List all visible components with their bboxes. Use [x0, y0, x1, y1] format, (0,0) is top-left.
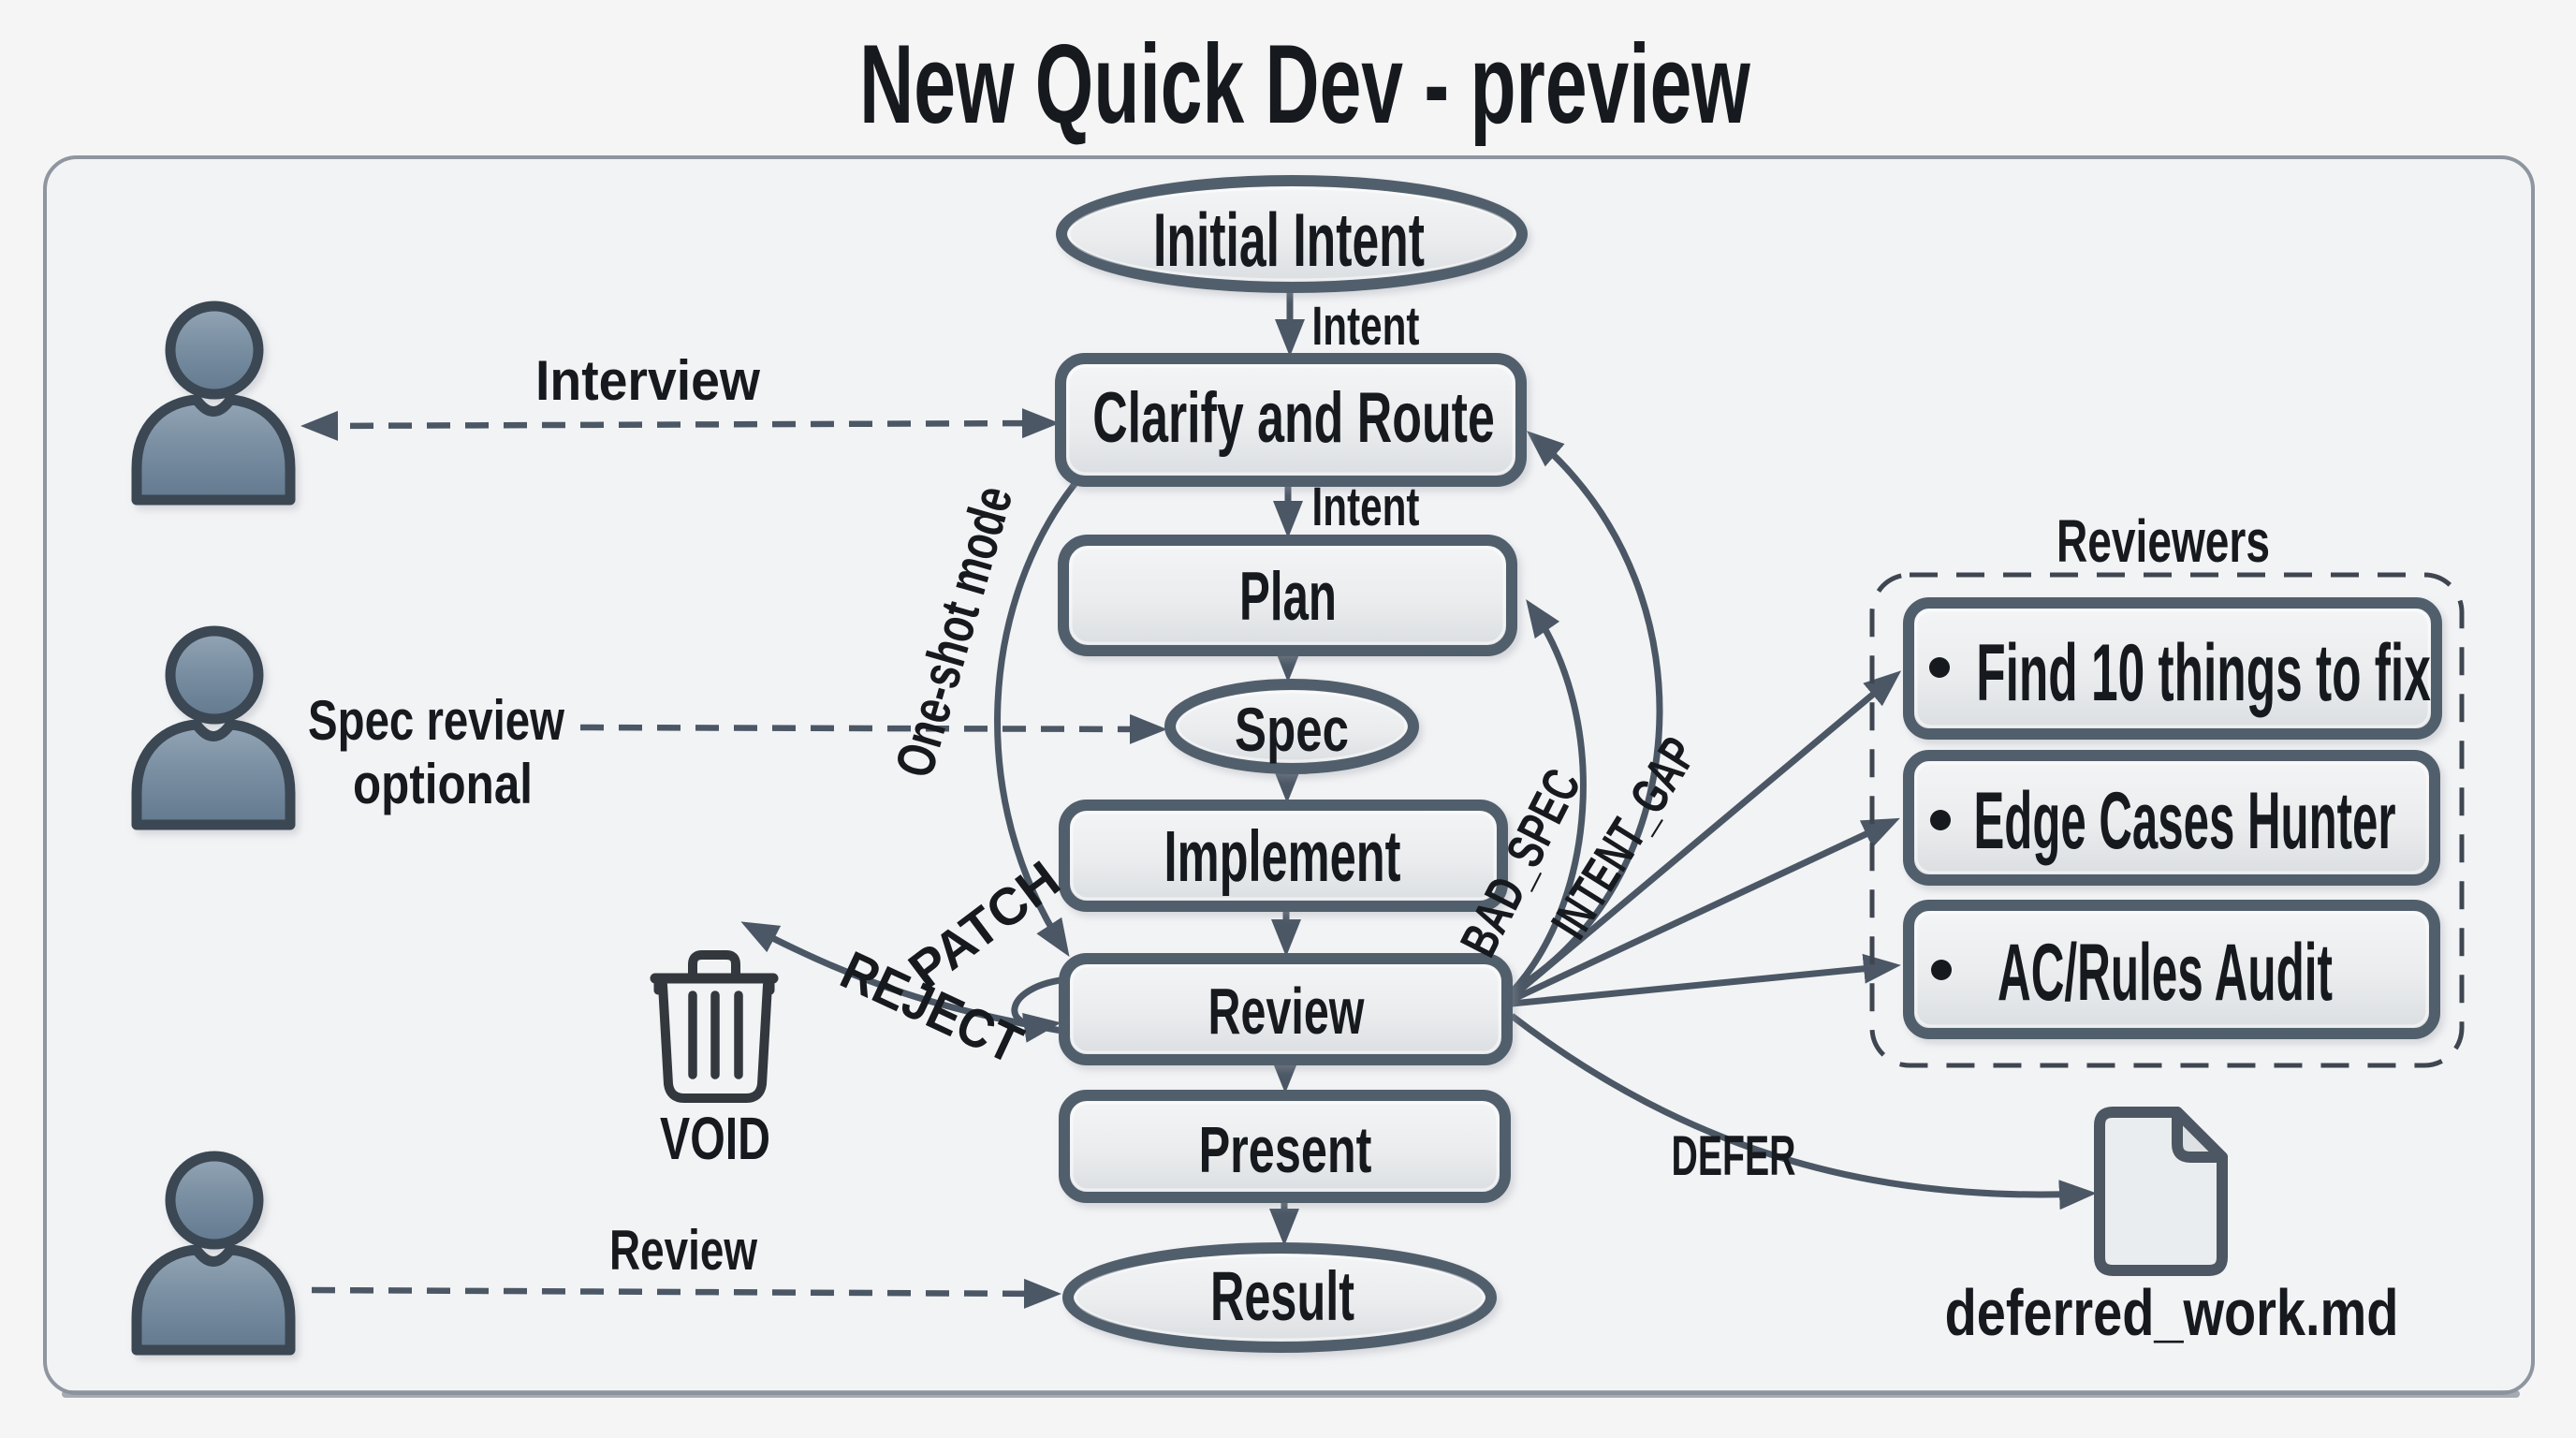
svg-text:Spec review: Spec review: [308, 690, 565, 753]
svg-text:Initial Intent: Initial Intent: [1153, 198, 1425, 282]
svg-text:Review: Review: [609, 1220, 757, 1282]
svg-text:AC/Rules Audit: AC/Rules Audit: [1998, 928, 2333, 1018]
svg-text:Find 10 things to fix: Find 10 things to fix: [1976, 629, 2431, 719]
svg-text:Reviewers: Reviewers: [2056, 508, 2270, 575]
svg-text:Intent: Intent: [1312, 476, 1420, 536]
svg-text:Present: Present: [1199, 1113, 1372, 1186]
svg-text:Interview: Interview: [535, 350, 761, 413]
svg-text:DEFER: DEFER: [1672, 1124, 1796, 1187]
svg-text:optional: optional: [353, 752, 533, 815]
svg-text:New Quick Dev - preview: New Quick Dev - preview: [859, 22, 1750, 147]
svg-text:Edge Cases Hunter: Edge Cases Hunter: [1973, 776, 2395, 866]
svg-text:VOID: VOID: [660, 1107, 770, 1173]
svg-text:Intent: Intent: [1312, 295, 1420, 356]
svg-text:Implement: Implement: [1164, 815, 1401, 896]
svg-text:deferred_work.md: deferred_work.md: [1945, 1277, 2399, 1349]
svg-text:Result: Result: [1210, 1259, 1354, 1336]
svg-text:Spec: Spec: [1235, 697, 1349, 765]
svg-text:Review: Review: [1208, 975, 1365, 1048]
svg-text:Plan: Plan: [1239, 560, 1337, 636]
svg-text:Clarify and Route: Clarify and Route: [1092, 377, 1495, 457]
